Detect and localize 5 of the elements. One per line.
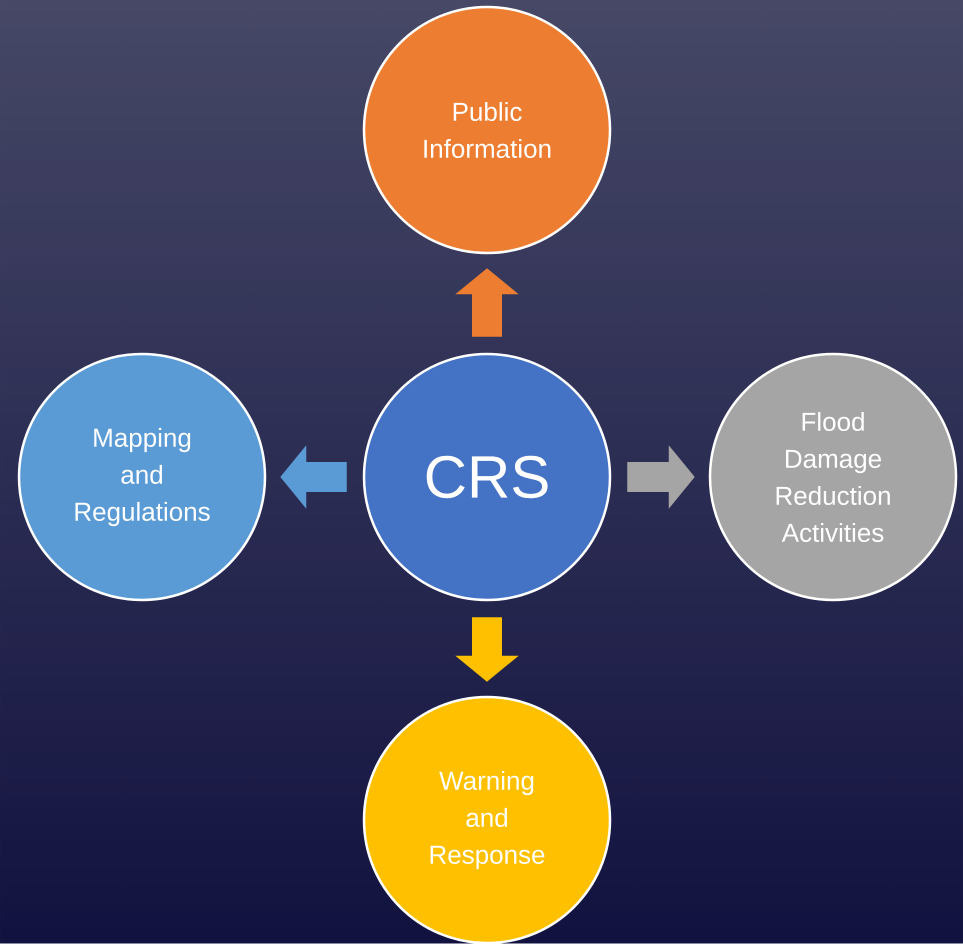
circle-node: CRS — [362, 352, 612, 602]
circle-node: Public Information — [362, 6, 612, 254]
circle-node: Mapping and Regulations — [18, 352, 266, 602]
circle-node: Warning and Response — [362, 696, 612, 944]
circle-node: Flood Damage Reduction Activities — [708, 352, 958, 602]
